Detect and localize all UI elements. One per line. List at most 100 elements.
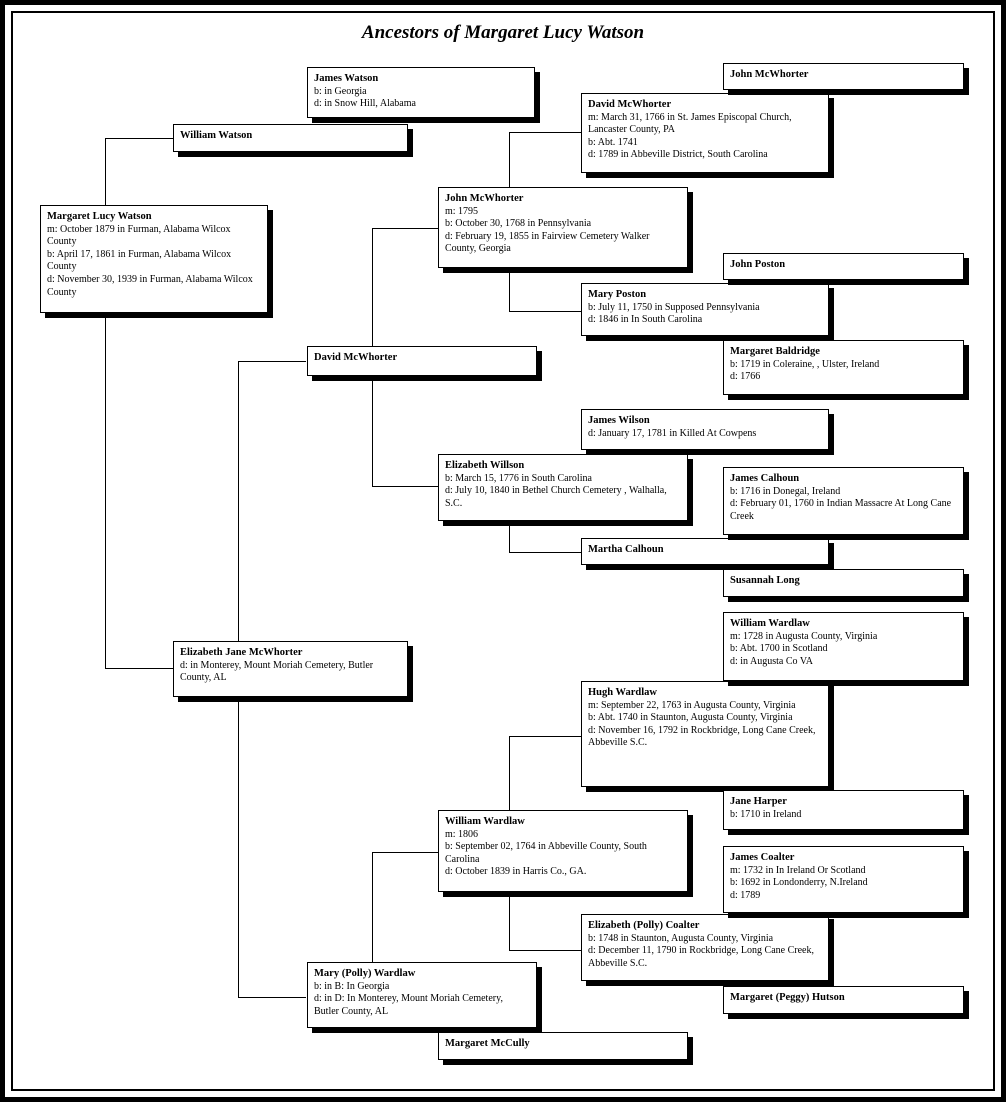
person-detail: b: Abt. 1741 [588, 136, 638, 148]
person-name: John McWhorter [445, 193, 524, 204]
connector [372, 852, 438, 853]
connector [238, 997, 306, 998]
connector [509, 736, 510, 810]
person-detail: b: 1716 in Donegal, Ireland [730, 485, 841, 497]
person-box[interactable]: Martha Calhoun [581, 538, 829, 565]
person-name: James Calhoun [730, 473, 800, 484]
person-box[interactable]: Margaret McCully [438, 1032, 688, 1060]
connector [509, 950, 581, 951]
person-name: Martha Calhoun [588, 544, 664, 555]
connector [509, 552, 581, 553]
person-detail: b: in Georgia [314, 85, 367, 97]
person-detail: d: February 01, 1760 in Indian Massacre … [730, 498, 952, 522]
person-detail: d: October 1839 in Harris Co., GA. [445, 866, 587, 878]
person-detail: m: October 1879 in Furman, Alabama Wilco… [47, 223, 231, 248]
person-name: James Coalter [730, 852, 795, 863]
person-detail: b: July 11, 1750 in Supposed Pennsylvani… [588, 301, 760, 313]
person-detail: m: 1806 [445, 828, 479, 840]
connector [509, 736, 581, 737]
person-name: John Poston [730, 259, 786, 270]
person-box[interactable]: Susannah Long [723, 569, 964, 597]
person-detail: b: September 02, 1764 in Abbeville Count… [445, 841, 647, 865]
connector [105, 138, 106, 205]
connector [372, 486, 438, 487]
person-detail: d: in Monterey, Mount Moriah Cemetery, B… [180, 659, 374, 684]
person-detail: d: July 10, 1840 in Bethel Church Cemete… [445, 485, 667, 509]
person-box[interactable]: John McWhorter [723, 63, 964, 90]
person-name: James Wilson [588, 415, 650, 426]
person-name: William Wardlaw [445, 816, 525, 827]
person-box[interactable]: Margaret (Peggy) Hutson [723, 986, 964, 1014]
person-detail: d: February 19, 1855 in Fairview Cemeter… [445, 230, 650, 255]
connector [509, 268, 510, 311]
person-name: Margaret Lucy Watson [47, 211, 152, 222]
person-name: Elizabeth (Polly) Coalter [588, 920, 700, 931]
person-name: William Wardlaw [730, 618, 810, 629]
person-detail: b: 1719 in Coleraine, , Ulster, Ireland [730, 358, 880, 370]
person-detail: b: April 17, 1861 in Furman, Alabama Wil… [47, 248, 232, 273]
connector [372, 852, 373, 962]
person-detail: d: 1789 in Abbeville District, South Car… [588, 149, 768, 161]
person-name: Margaret (Peggy) Hutson [730, 992, 845, 1003]
person-detail: d: 1766 [730, 371, 761, 383]
person-detail: d: December 11, 1790 in Rockbridge, Long… [588, 945, 814, 969]
person-detail: b: October 30, 1768 in Pennsylvania [445, 218, 592, 230]
person-detail: b: in B: In Georgia [314, 980, 390, 992]
person-name: Mary Poston [588, 289, 647, 300]
person-detail: d: in Snow Hill, Alabama [314, 98, 416, 110]
person-detail: m: 1732 in In Ireland Or Scotland [730, 864, 866, 876]
person-detail: m: 1728 in Augusta County, Virginia [730, 630, 878, 642]
person-detail: m: September 22, 1763 in Augusta County,… [588, 699, 796, 711]
person-name: Elizabeth Jane McWhorter [180, 647, 303, 658]
person-box[interactable]: David McWhorter [307, 346, 537, 376]
person-box[interactable]: John Poston [723, 253, 964, 280]
connector [238, 697, 239, 997]
person-detail: b: 1748 in Staunton, Augusta County, Vir… [588, 932, 774, 944]
person-name: Jane Harper [730, 796, 787, 807]
person-detail: b: Abt. 1700 in Scotland [730, 643, 828, 655]
person-detail: d: in Augusta Co VA [730, 655, 813, 667]
chart-title: Ancestors of Margaret Lucy Watson [361, 22, 645, 43]
person-detail: b: March 15, 1776 in South Carolina [445, 472, 592, 484]
person-name: Hugh Wardlaw [588, 687, 657, 698]
connector [509, 132, 581, 133]
person-name: David McWhorter [588, 99, 672, 110]
person-detail: d: November 16, 1792 in Rockbridge, Long… [588, 724, 816, 749]
person-detail: d: 1789 [730, 889, 761, 901]
person-name: Mary (Polly) Wardlaw [314, 968, 416, 979]
connector [238, 361, 239, 641]
connector [372, 228, 438, 229]
person-box[interactable]: William Watson [173, 124, 408, 152]
person-name: John McWhorter [730, 69, 809, 80]
connector [105, 668, 173, 669]
person-detail: b: Abt. 1740 in Staunton, Augusta County… [588, 712, 793, 724]
person-name: James Watson [314, 73, 379, 84]
connector [105, 138, 173, 139]
person-detail: d: January 17, 1781 in Killed At Cowpens [588, 427, 757, 439]
connector [509, 521, 510, 552]
connector [372, 376, 373, 486]
person-detail: d: in D: In Monterey, Mount Moriah Cemet… [314, 993, 503, 1017]
person-detail: b: 1710 in Ireland [730, 808, 802, 820]
person-name: Margaret Baldridge [730, 346, 820, 357]
person-name: Margaret McCully [445, 1038, 530, 1049]
